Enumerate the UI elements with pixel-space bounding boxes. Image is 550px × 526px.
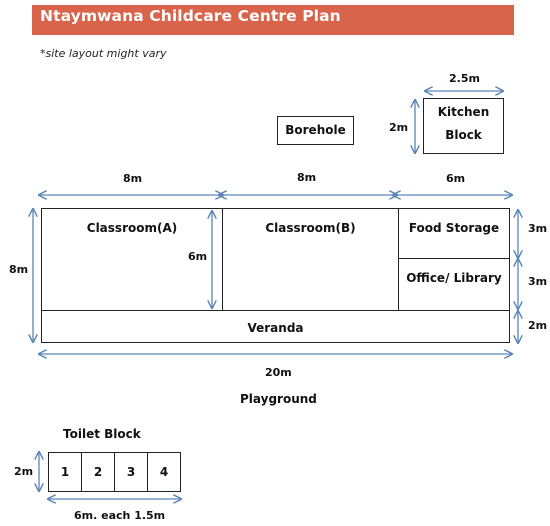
classroom-a: Classroom(A): [41, 208, 223, 311]
office-library: Office/ Library: [398, 258, 510, 311]
dim-right-rooms-width: 6m: [446, 172, 466, 185]
kitchen-height-dim: 2m: [389, 121, 409, 134]
dim-classroom-depth: 6m: [188, 250, 208, 263]
layout-note: *site layout might vary: [40, 47, 167, 60]
toilet-stall-number: 1: [60, 465, 70, 479]
dim-office-depth: 3m: [528, 275, 548, 288]
borehole-box: Borehole: [277, 116, 354, 145]
borehole-label: Borehole: [285, 123, 346, 137]
toilet-stall-number: 3: [126, 465, 136, 479]
kitchen-label-line2: Block: [445, 128, 482, 142]
dim-veranda-depth: 2m: [528, 319, 548, 332]
title-banner: Ntaymwana Childcare Centre Plan: [32, 5, 514, 35]
classroom-b-label: Classroom(B): [265, 221, 356, 235]
classroom-a-label: Classroom(A): [86, 221, 178, 235]
toilet-block-title: Toilet Block: [63, 427, 141, 441]
page-title: Ntaymwana Childcare Centre Plan: [40, 7, 341, 25]
toilet-stall: 4: [147, 452, 181, 492]
toilet-stall-number: 2: [93, 465, 103, 479]
kitchen-label-line1: Kitchen: [437, 105, 490, 119]
toilet-stall-number: 4: [159, 465, 169, 479]
kitchen-width-dim: 2.5m: [449, 72, 480, 85]
veranda-label: Veranda: [247, 321, 304, 335]
veranda: Veranda: [41, 310, 510, 343]
food-storage: Food Storage: [398, 208, 510, 259]
dim-classroom-b-width: 8m: [297, 171, 317, 184]
food-storage-label: Food Storage: [408, 221, 500, 235]
dim-toilet-width: 6m. each 1.5m: [74, 509, 166, 522]
playground-label: Playground: [240, 392, 317, 406]
dim-building-width: 20m: [265, 366, 292, 379]
toilet-stall: 2: [81, 452, 115, 492]
kitchen-block: Kitchen Block: [423, 98, 504, 154]
dim-building-depth: 8m: [9, 263, 29, 276]
office-library-label: Office/ Library: [406, 271, 502, 285]
dim-food-storage-depth: 3m: [528, 222, 548, 235]
toilet-stall: 3: [114, 452, 148, 492]
dim-toilet-height: 2m: [14, 465, 34, 478]
dim-classroom-a-width: 8m: [123, 172, 143, 185]
